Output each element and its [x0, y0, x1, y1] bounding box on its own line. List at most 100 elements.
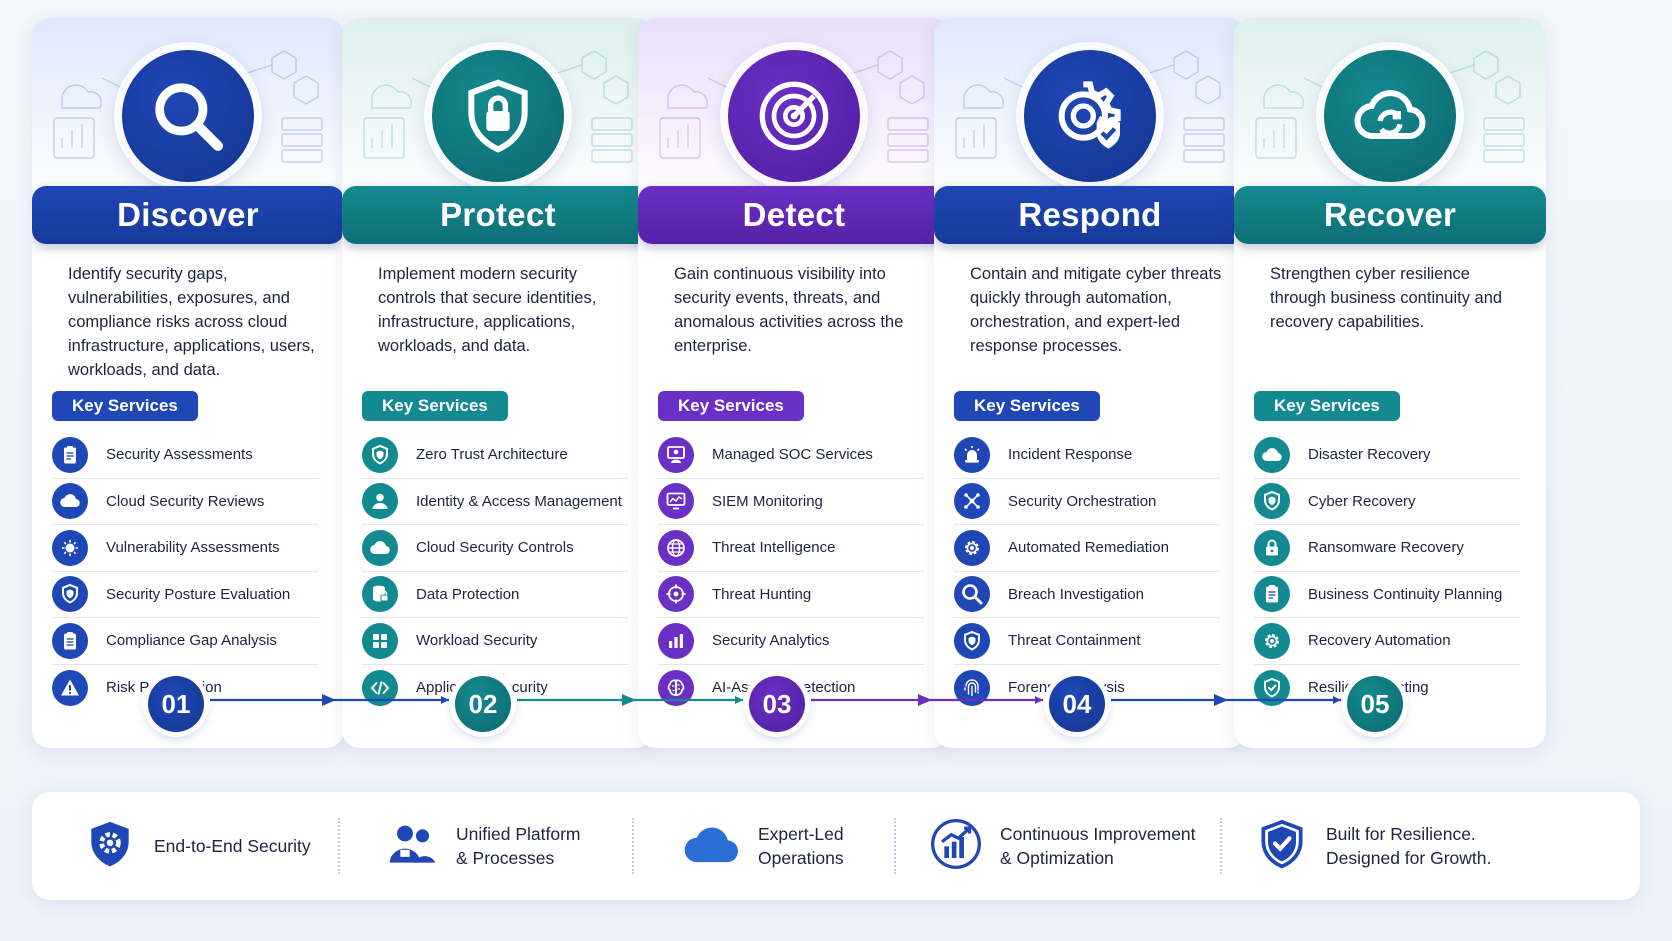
shield-check-icon — [1254, 816, 1310, 877]
service-label: Cloud Security Controls — [416, 539, 574, 557]
timeline-arrows — [210, 694, 1341, 706]
phase-description: Contain and mitigate cyber threats quick… — [970, 265, 1222, 355]
warning-icon — [52, 669, 88, 706]
service-item: Compliance Gap Analysis — [52, 618, 318, 665]
shield-icon — [1254, 483, 1290, 520]
monitor-icon — [658, 483, 694, 520]
service-label: Business Continuity Planning — [1308, 585, 1503, 603]
service-item: Security Orchestration — [954, 479, 1220, 525]
service-label: Ransomware Recovery — [1308, 539, 1464, 557]
gear-icon — [1254, 622, 1290, 659]
step-number: 05 — [1347, 676, 1403, 732]
radar-icon — [728, 50, 860, 182]
service-label: Security Orchestration — [1008, 492, 1157, 510]
feature-text: Unified Platform& Processes — [456, 822, 581, 870]
feature-text: End-to-End Security — [154, 834, 311, 858]
crosshair-icon — [658, 576, 694, 613]
cloud-icon — [362, 529, 398, 566]
database-icon — [362, 576, 398, 613]
timeline-arrowhead — [1214, 694, 1228, 706]
feature-line: Continuous Improvement — [1000, 824, 1196, 844]
service-item: Security Posture Evaluation — [52, 572, 318, 618]
alarm-icon — [954, 436, 990, 473]
phase-hero — [934, 18, 1246, 208]
service-label: Vulnerability Assessments — [106, 539, 280, 557]
timeline-arrowhead — [322, 694, 336, 706]
phase-title: Recover — [1234, 186, 1546, 244]
service-label: Threat Hunting — [712, 585, 812, 603]
phase-card-detect: Detect Gain continuous visibility into s… — [638, 18, 950, 748]
bar-chart-icon — [658, 622, 694, 659]
service-item: Identity & Access Management — [362, 479, 628, 525]
timeline-arrowhead — [441, 696, 449, 704]
service-item: Threat Containment — [954, 618, 1220, 665]
service-item: Zero Trust Architecture — [362, 432, 628, 479]
bug-icon — [52, 529, 88, 566]
service-label: Breach Investigation — [1008, 585, 1144, 603]
shield-lock-icon — [432, 50, 564, 182]
phase-description: Identify security gaps, vulnerabilities,… — [68, 265, 315, 379]
feature-item: Unified Platform& Processes — [384, 792, 581, 900]
feature-text: Built for Resilience.Designed for Growth… — [1326, 822, 1491, 870]
key-services-label: Key Services — [362, 391, 508, 421]
service-item: Cyber Recovery — [1254, 479, 1520, 525]
service-label: Security Analytics — [712, 632, 830, 650]
service-label: Threat Containment — [1008, 632, 1141, 650]
key-services-label: Key Services — [954, 391, 1100, 421]
service-item: Threat Intelligence — [658, 525, 924, 572]
feature-item: End-to-End Security — [82, 792, 311, 900]
feature-line: Unified Platform — [456, 824, 581, 844]
service-label: Cloud Security Reviews — [106, 492, 265, 510]
phase-card-recover: Recover Strengthen cyber resilience thro… — [1234, 18, 1546, 748]
shield-gear-icon — [82, 816, 138, 877]
step-number: 03 — [749, 676, 805, 732]
gear-shield-icon — [1024, 50, 1156, 182]
phase-hero — [638, 18, 950, 208]
service-item: Disaster Recovery — [1254, 432, 1520, 479]
service-item: Cloud Security Reviews — [52, 479, 318, 525]
service-label: Compliance Gap Analysis — [106, 632, 277, 650]
network-icon — [954, 483, 990, 520]
phase-title: Detect — [638, 186, 950, 244]
timeline-arrowhead — [918, 694, 932, 706]
globe-icon — [658, 529, 694, 566]
service-item: Data Protection — [362, 572, 628, 618]
feature-text: Continuous Improvement& Optimization — [1000, 822, 1196, 870]
service-item: Cloud Security Controls — [362, 525, 628, 572]
cloud-icon — [1254, 436, 1290, 473]
feature-line: Designed for Growth. — [1326, 848, 1492, 868]
features-bar: End-to-End Security Unified Platform& Pr… — [32, 792, 1640, 900]
service-label: Recovery Automation — [1308, 632, 1451, 650]
phase-hero — [1234, 18, 1546, 208]
key-services-label: Key Services — [52, 391, 198, 421]
shield-icon — [362, 436, 398, 473]
cloud-icon — [680, 813, 742, 880]
feature-line: Expert-Led — [758, 824, 844, 844]
feature-separator — [1220, 818, 1222, 874]
phase-hero — [32, 18, 344, 208]
gear-icon — [954, 529, 990, 566]
service-item: Threat Hunting — [658, 572, 924, 618]
feature-separator — [338, 818, 340, 874]
search-icon — [954, 576, 990, 613]
service-item: Business Continuity Planning — [1254, 572, 1520, 618]
feature-separator — [632, 818, 634, 874]
checklist-icon — [52, 622, 88, 659]
team-icon — [384, 816, 440, 877]
service-item: Workload Security — [362, 618, 628, 665]
service-item: Ransomware Recovery — [1254, 525, 1520, 572]
growth-chart-icon — [928, 816, 984, 877]
phase-card-discover: Discover Identify security gaps, vulnera… — [32, 18, 344, 748]
service-label: Incident Response — [1008, 446, 1133, 464]
phase-description: Gain continuous visibility into security… — [674, 265, 904, 355]
timeline-arrowhead — [735, 696, 743, 704]
service-label: Automated Remediation — [1008, 539, 1169, 557]
service-item: Recovery Automation — [1254, 618, 1520, 665]
feature-line: Operations — [758, 848, 844, 868]
service-item: Security Analytics — [658, 618, 924, 665]
feature-item: Continuous Improvement& Optimization — [928, 792, 1196, 900]
user-icon — [362, 483, 398, 520]
service-label: Identity & Access Management — [416, 492, 622, 510]
